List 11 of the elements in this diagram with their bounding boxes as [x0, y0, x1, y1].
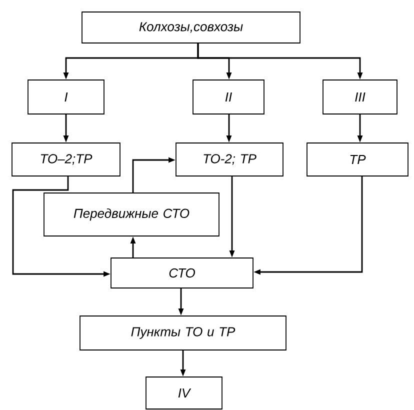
process-box: ТО–2;ТР: [12, 142, 120, 176]
process-box: IV: [146, 376, 222, 410]
process-box: I: [28, 80, 104, 114]
process-box: Пункты ТО и ТР: [80, 316, 286, 350]
process-box: ТО-2; ТР: [176, 142, 284, 176]
process-box: Колхозы,совхозы: [82, 12, 300, 44]
process-box: III: [322, 80, 398, 114]
process-box: Передвижные СТО: [44, 192, 220, 236]
process-box: СТО: [110, 258, 254, 288]
process-box: ТР: [306, 142, 408, 176]
process-box: II: [192, 80, 264, 114]
